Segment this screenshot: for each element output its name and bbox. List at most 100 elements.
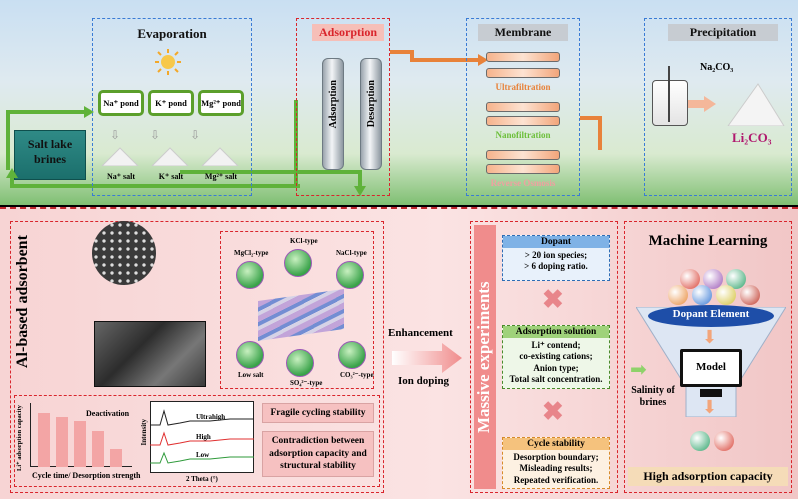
crystal-structures-box [220,231,374,389]
na-salt-pile [101,147,139,166]
ro-membrane-1 [486,150,560,160]
process-overview-panel: Salt lake brines Evaporation Na⁺ pond [0,0,798,205]
down-arrow-icon: ⬇ [702,327,718,347]
issue-fragile-cycling: Fragile cycling stability [262,403,374,423]
adsorption-solution-box: Adsorption solution Li⁺ contend; co-exis… [502,325,610,389]
membrane-box [466,18,580,196]
cycle-line-3: Repeated verification. [513,474,599,485]
xrd-traces [150,409,254,464]
result-label: High adsorption capacity [628,467,788,486]
dopant-ball-2 [703,269,723,289]
cycle-line-1: Desorption boundary; [513,452,599,462]
solution-line-3: Anion type; [533,362,579,373]
dopant-box: Dopant > 20 ion species; > 6 doping rati… [502,235,610,281]
reverse-osmosis-label: Reverse Osmosis [490,178,556,188]
atom-6 [338,341,366,369]
crystal-type-6: CO₃²⁻-type [340,371,374,379]
cycle-stability-box: Cycle stability Desorption boundary; Mis… [502,437,610,489]
k-pond: K⁺ pond [148,90,194,116]
crystal-type-1: MgCl₂-type [234,249,269,257]
reactor-vessel [652,80,688,126]
ml-box [624,221,792,493]
dopant-ball-7 [740,285,760,305]
cycle-line-2: Misleading results; [519,463,593,474]
atom-5 [286,349,314,377]
crystal-type-4: Low salt [238,371,264,379]
atom-1 [236,261,264,289]
desorption-column [360,58,382,170]
xrd-ylabel: Intensity [140,419,148,446]
al-adsorbent-box [10,221,384,493]
membrane-title: Membrane [478,24,568,41]
crystal-type-3: NaCl-type [336,249,367,257]
crystal-type-2: KCl-type [290,237,318,245]
dopant-ball-6 [716,285,736,305]
charts-box [14,395,380,487]
adsorption-column [322,58,344,170]
porous-structure-image [92,221,156,285]
solution-line-4: Total salt concentration. [509,373,603,384]
dopant-header: Dopant [503,236,609,248]
ro-membrane-2 [486,164,560,174]
uf-membrane-2 [486,68,560,78]
nanofiltration-label: Nanofiltration [495,130,551,140]
dopant-element-band [648,305,774,327]
cross-icon-1: ✖ [542,285,564,314]
mg-salt-label: Mg²⁺ salt [204,172,238,181]
solution-line-2: co-existing cations; [519,351,593,362]
na-pond: Na⁺ pond [98,90,144,116]
nf-membrane-2 [486,116,560,126]
dopant-ball-3 [726,269,746,289]
xrd-label-ultrahigh: Ultrahigh [196,413,226,421]
capacity-bar-2 [56,417,68,467]
xrd-label-low: Low [196,451,210,459]
nf-membrane-1 [486,102,560,112]
atom-2 [284,249,312,277]
k-salt-pile [151,147,189,166]
evaporation-title: Evaporation [137,26,207,41]
dopant-ball-5 [692,285,712,305]
enhancement-arrow [392,343,462,373]
crystal-type-5: SO₄²⁻-type [290,379,323,387]
salinity-arrow: ➡ [630,359,647,381]
research-panel: Al-based adsorbent MgCl₂-type KCl-type N… [0,207,798,499]
capacity-chart-ylabel: Li⁺ adsorption capacity [16,405,23,471]
capacity-bar-3 [74,421,86,467]
k-salt-label: K⁺ salt [158,172,184,181]
computer-stand-icon [700,389,722,397]
product-salt-pile [727,83,785,126]
experiments-title-bar [474,225,496,489]
precipitation-box [644,18,792,196]
result-ball-1 [690,431,710,451]
dopant-element-label: Dopant Element [672,308,750,320]
xrd-label-high: High [196,433,211,441]
dopant-ball-4 [668,285,688,305]
deactivation-label: Deactivation [86,409,130,418]
na-salt-label: Na⁺ salt [107,172,135,181]
xrd-xlabel: 2 Theta (°) [186,475,218,483]
model-label: Model [696,361,726,373]
adsorption-solution-header: Adsorption solution [503,326,609,338]
ml-title: Machine Learning [648,233,768,249]
ultrafiltration-label: Ultrafiltration [495,82,551,92]
sem-image [94,321,206,387]
solution-line-1: Li⁺ contend; [531,340,581,350]
issue-contradiction: Contradiction between adsorption capacit… [262,431,374,477]
mg-pond: Mg²⁺ pond [198,90,244,116]
adsorption-box [296,18,390,196]
salinity-label: Salinity of brines [631,385,675,408]
down-arrows-icon: ⇩⇩⇩ [110,128,231,142]
salt-lake-brines-box: Salt lake brines [14,130,86,180]
adsorption-column-label: Adsorption [328,80,339,129]
cross-icon-2: ✖ [542,397,564,426]
al-adsorbent-title: Al-based adsorbent [14,235,31,369]
reagent-label: Na₂CO₃ [700,62,734,73]
salt-lake-label: Salt lake brines [27,137,73,166]
dopant-line-1: > 20 ion species; [524,250,588,260]
experiments-box [470,221,618,493]
capacity-bar-5 [110,449,122,467]
mg-salt-pile [201,147,239,166]
cycle-stability-header: Cycle stability [503,438,609,450]
desorption-column-label: Desorption [366,80,377,128]
evaporation-box [92,18,252,196]
